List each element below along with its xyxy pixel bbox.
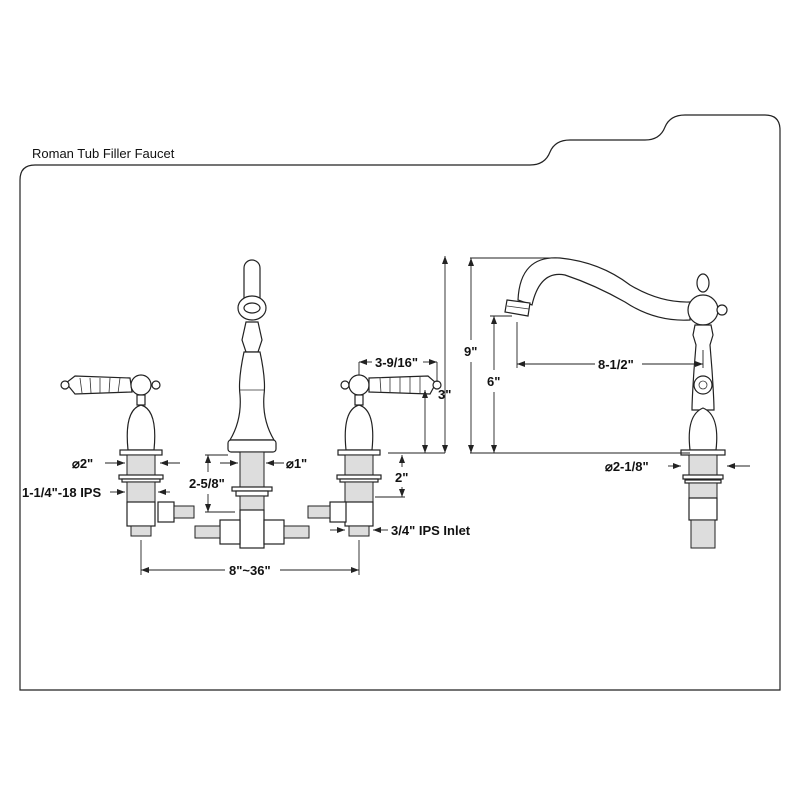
dim-valve-diameter: ⌀2" <box>72 456 93 471</box>
drawing-title: Roman Tub Filler Faucet <box>32 146 175 161</box>
dim-side-diameter: ⌀2-1/8" <box>605 459 649 474</box>
dim-valve-thread: 1-1/4"-18 IPS <box>22 485 101 500</box>
dim-spout-reach: 8-1/2" <box>598 357 634 372</box>
center-spout <box>194 259 310 549</box>
dim-spout-height: 6" <box>487 374 500 389</box>
drawing-frame <box>19 114 781 691</box>
dim-spout-shank-diameter: ⌀1" <box>286 456 307 471</box>
dim-spout-shank-length: 2-5/8" <box>189 476 225 491</box>
dim-handle-width: 3-9/16" <box>375 355 418 370</box>
right-handle-valve <box>307 374 442 537</box>
dimension-lines <box>105 256 750 575</box>
side-view-spout <box>504 257 728 549</box>
dim-spread: 8"~36" <box>229 563 271 578</box>
dim-handle-height: 3" <box>438 387 451 402</box>
dim-side-total-height: 9" <box>464 344 477 359</box>
left-handle-valve <box>60 374 195 537</box>
dim-valve-shank-length: 2" <box>395 470 408 485</box>
dim-inlet: 3/4" IPS Inlet <box>391 523 471 538</box>
